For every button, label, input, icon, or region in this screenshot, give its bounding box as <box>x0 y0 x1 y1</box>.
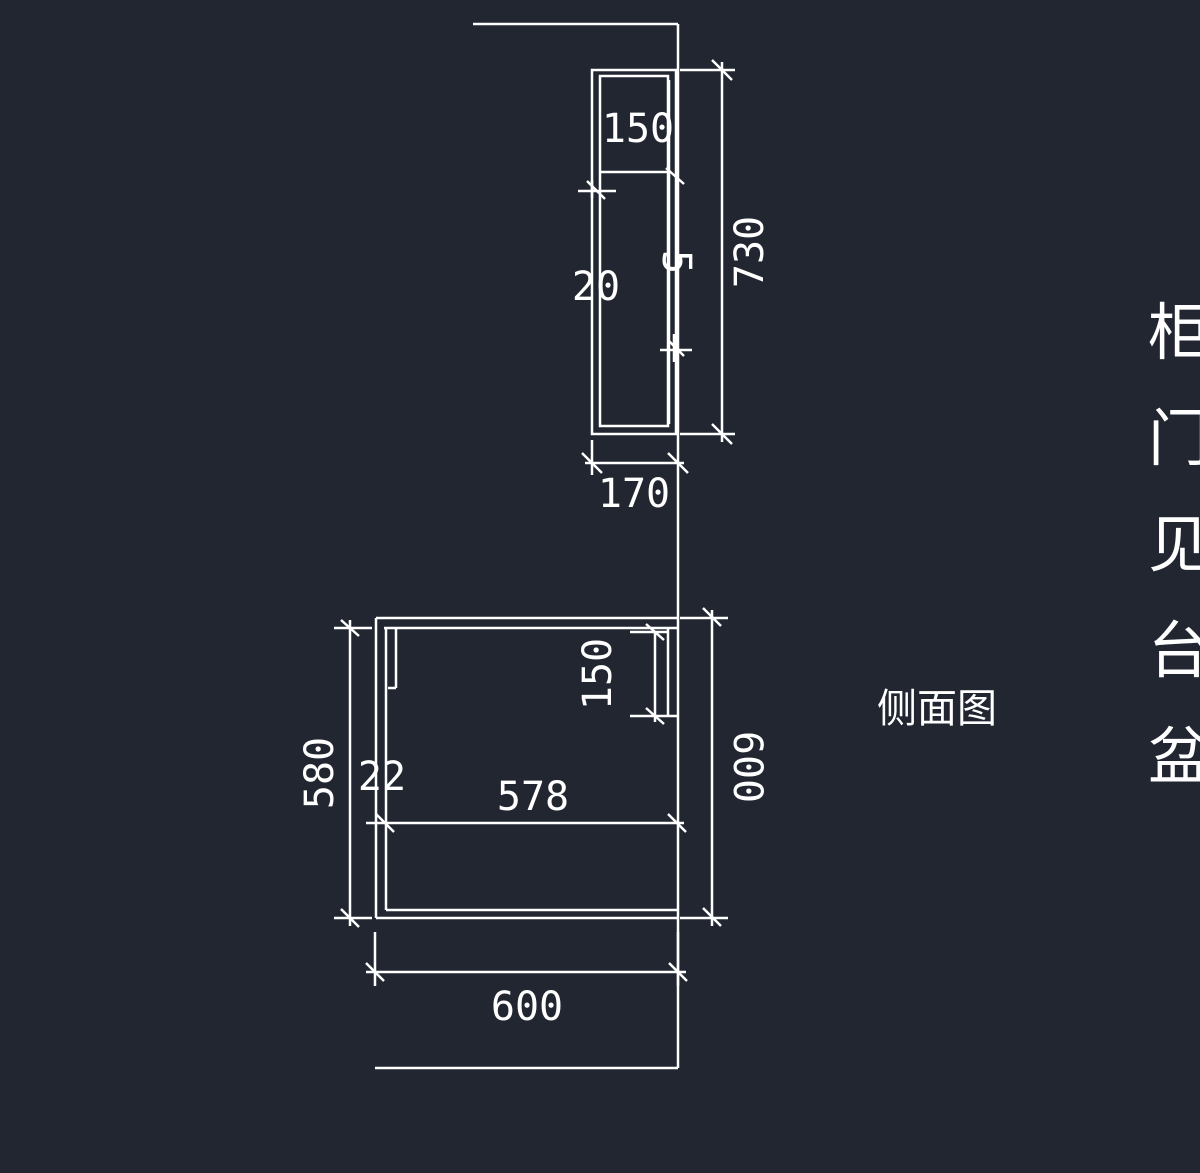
dim-label-150-top: 150 <box>602 106 674 152</box>
side-note-char: 盆 <box>1148 720 1200 793</box>
view-title: 侧面图 <box>877 686 997 732</box>
dim-label-600-height: 600 <box>724 731 770 803</box>
wall-line <box>375 22 680 1070</box>
side-note-char: 柜 <box>1148 296 1200 369</box>
dim-line-578 <box>366 813 687 833</box>
dim-label-170: 170 <box>598 471 670 517</box>
dim-label-150-front: 150 <box>575 638 621 710</box>
side-note-char: 台 <box>1148 614 1200 687</box>
dim-label-22: 22 <box>358 754 406 800</box>
dim-label-580: 580 <box>297 737 343 809</box>
dim-line-580 <box>334 619 372 928</box>
dim-line-730 <box>680 59 735 445</box>
dim-label-578: 578 <box>497 774 569 820</box>
lower-cabinet-outline <box>374 616 678 920</box>
dim-label-600-width: 600 <box>491 984 563 1030</box>
dim-line-170 <box>581 440 689 475</box>
dim-label-20: 20 <box>572 264 620 310</box>
dim-line-600-width <box>365 932 688 986</box>
dim-line-20 <box>578 180 616 200</box>
dim-line-600-height <box>680 607 728 927</box>
dim-line-150-front <box>630 623 668 725</box>
side-note-char: 见 <box>1148 508 1200 581</box>
upper-cabinet-outline <box>590 68 678 436</box>
side-note-char: 门 <box>1148 402 1200 475</box>
dim-line-5 <box>660 167 692 362</box>
dim-label-5: 5 <box>653 250 699 274</box>
dim-label-730: 730 <box>727 216 773 288</box>
